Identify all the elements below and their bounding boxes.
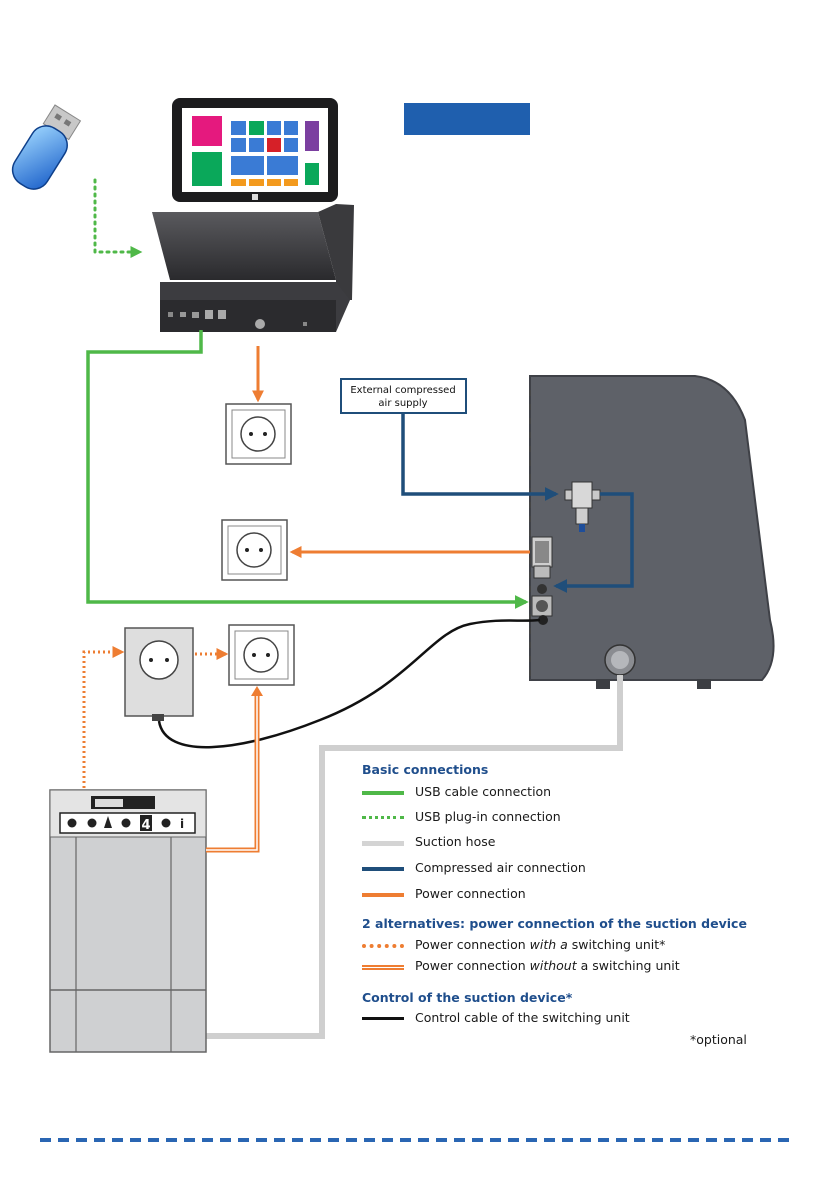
air-supply-label-line1: External compressed xyxy=(350,385,455,396)
control-cable-line xyxy=(157,618,541,749)
legend-item-compressed-air: Compressed air connection xyxy=(362,859,802,877)
legend-item-label: Control cable of the switching unit xyxy=(415,1010,630,1025)
tablet-icon xyxy=(172,98,338,202)
wall-socket-2 xyxy=(221,519,288,581)
usb-plug-in-swatch xyxy=(362,816,404,819)
compressed-air-swatch xyxy=(362,867,404,871)
control-cable-swatch xyxy=(362,1017,404,1020)
wall-socket-1 xyxy=(225,403,292,465)
legend-basic-title: Basic connections xyxy=(362,762,489,777)
air-supply-label-line2: air supply xyxy=(378,398,427,409)
legend-item-power: Power connection xyxy=(362,885,802,903)
label-prefix: Power connection xyxy=(415,937,530,952)
milling-machine-icon xyxy=(529,375,775,689)
suction-hose-swatch xyxy=(362,841,404,846)
label-emphasis: with a xyxy=(529,937,568,952)
suction-hose-line xyxy=(205,675,623,1039)
legend-item-control-cable: Control cable of the switching unit xyxy=(362,1009,802,1027)
label-suffix: switching unit* xyxy=(567,937,666,952)
header-banner xyxy=(404,103,530,135)
legend-item-power-with-switch: Power connection with a switching unit* xyxy=(362,936,802,954)
suction-device-icon xyxy=(49,789,207,1053)
suction-info-glyph: i xyxy=(180,817,184,831)
legend-item-label: USB cable connection xyxy=(415,784,552,799)
compressed-air-line-out xyxy=(553,492,634,593)
legend-item-label: Compressed air connection xyxy=(415,860,586,875)
legend-control-title: Control of the suction device* xyxy=(362,990,573,1005)
switching-unit-icon xyxy=(124,627,194,721)
power-swatch xyxy=(362,893,404,897)
legend-item-label: Power connection xyxy=(415,886,526,901)
optional-note: *optional xyxy=(690,1032,747,1047)
label-suffix: a switching unit xyxy=(576,958,680,973)
legend-item-label: USB plug-in connection xyxy=(415,809,561,824)
legend-item-label: Power connection without a switching uni… xyxy=(415,957,680,975)
power-without-switch-swatch xyxy=(362,965,404,970)
power-with-switching-unit-line xyxy=(82,646,125,788)
suction-display-digit: 4 xyxy=(141,818,150,833)
usb-plug-in-line xyxy=(93,178,143,258)
wall-socket-3 xyxy=(228,624,295,686)
legend-item-label: Suction hose xyxy=(415,834,496,849)
power-without-switching-unit-line xyxy=(206,686,263,853)
legend-item-power-without-switch: Power connection without a switching uni… xyxy=(362,957,802,975)
docking-station-icon xyxy=(152,204,354,332)
usb-cable-line xyxy=(86,330,529,609)
label-prefix: Power connection xyxy=(415,958,530,973)
power-with-switch-swatch xyxy=(362,944,404,948)
legend-item-usb-plug-in: USB plug-in connection xyxy=(362,808,802,826)
legend-alt-title: 2 alternatives: power connection of the … xyxy=(362,916,747,931)
usb-stick-icon xyxy=(11,104,82,190)
usb-cable-swatch xyxy=(362,791,404,795)
legend-item-label: Power connection with a switching unit* xyxy=(415,936,665,954)
legend-item-suction-hose: Suction hose xyxy=(362,833,802,851)
compressed-air-line-in xyxy=(401,413,559,501)
label-emphasis: without xyxy=(529,958,577,973)
legend-item-usb-cable: USB cable connection xyxy=(362,783,802,801)
